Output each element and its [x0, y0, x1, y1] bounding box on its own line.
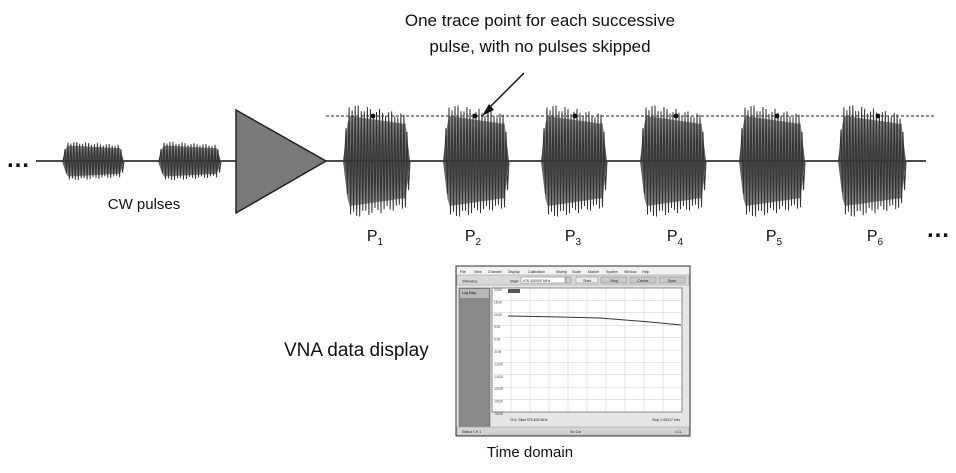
vna-menu-bar	[457, 267, 689, 275]
vna-y-tick-label: 15.00	[494, 300, 502, 304]
output-pulse-p1	[343, 105, 412, 217]
vna-trace-marker-tag	[508, 289, 520, 293]
vna-y-tick-label: 0.00	[494, 338, 500, 342]
vna-spin-button[interactable]	[565, 276, 572, 284]
output-pulse-p6	[838, 105, 908, 217]
cw-input-pulses	[62, 141, 223, 181]
vna-y-tick-label: 10.00	[494, 313, 502, 317]
vna-menu-item[interactable]: Scale	[572, 270, 581, 274]
trace-point-marker	[370, 113, 376, 119]
pulse-label-p4: P4	[666, 228, 684, 248]
cw-pulse-1	[62, 141, 126, 181]
vna-span-button-label: Span	[668, 279, 677, 283]
vna-footer-left: Ch1: Start 976.400 MHz	[510, 418, 548, 422]
vna-menu-item[interactable]: Sweep	[556, 270, 567, 274]
vna-y-tick-label: -15.00	[494, 375, 503, 379]
time-domain-label: Time domain	[486, 444, 574, 461]
output-pulse-train	[343, 105, 908, 217]
output-pulse-p2	[443, 105, 511, 217]
vna-menu-item[interactable]: Calibration	[528, 270, 545, 274]
vna-menu-item[interactable]: File	[460, 270, 466, 274]
callout-line-2: pulse, with no pulses skipped	[429, 37, 651, 56]
vna-screen: File View Channel Display Calibration Sweep Sc…	[455, 265, 691, 437]
vna-menu-item[interactable]: Window	[624, 270, 637, 274]
vna-start-label: Start	[510, 279, 519, 284]
vna-y-ticks: 20.00 15.00 10.00 5.00 0.00 -5.00 -10.00 -15.00…	[494, 288, 503, 416]
vna-stop-button-label: Stop	[610, 279, 618, 283]
callout-line-1: One trace point for each successive	[404, 11, 676, 30]
cw-pulses-label: CW pulses	[107, 196, 181, 213]
vna-span-button[interactable]	[658, 276, 686, 284]
pulse-label-p1: P1	[366, 228, 384, 248]
trace-point-marker	[774, 113, 780, 119]
output-pulse-p4	[640, 105, 708, 217]
vna-y-tick-label: 5.00	[494, 325, 500, 329]
output-pulse-p3	[541, 105, 609, 217]
vna-y-tick-label: -20.00	[494, 387, 503, 391]
trace-point-marker	[572, 113, 578, 119]
trace-point-marker	[875, 113, 881, 119]
vna-menu-item[interactable]: System	[606, 270, 618, 274]
vna-toolbar	[456, 274, 690, 286]
vna-start-button-label: Start	[583, 279, 592, 283]
vna-y-tick-label: -5.00	[494, 350, 501, 354]
output-pulse-p5	[739, 105, 807, 217]
vna-status-left: Status CH 1	[462, 430, 481, 434]
vna-trace-line	[507, 315, 682, 326]
callout-arrowhead	[482, 104, 494, 116]
vna-start-value: 976.400000 MHz	[523, 279, 551, 283]
right-ellipsis: …	[926, 216, 951, 243]
vna-display-label: VNA data display	[284, 340, 429, 361]
vna-status-right: LCL	[675, 430, 682, 434]
vna-toolbar-label: Stimulus	[462, 279, 477, 284]
vna-menu-item[interactable]: Marker	[588, 270, 600, 274]
vna-start-button[interactable]	[575, 276, 599, 284]
vna-center-button[interactable]	[629, 276, 657, 284]
vna-menu-item[interactable]: View	[474, 270, 482, 274]
vna-trace-info	[460, 289, 489, 298]
pulse-label-p2: P2	[464, 228, 482, 248]
vna-status-bar	[456, 426, 690, 436]
vna-grid	[492, 288, 682, 412]
trace-point-marker	[673, 113, 679, 119]
vna-trace-tag: Log Mag	[462, 291, 476, 295]
vna-menu-item[interactable]: Display	[508, 270, 520, 274]
left-ellipsis: …	[6, 146, 31, 173]
cw-pulse-2	[158, 141, 223, 181]
amplifier-icon	[235, 108, 328, 215]
vna-center-button-label: Center	[637, 279, 649, 283]
pulse-label-p3: P3	[564, 228, 582, 248]
vna-side-panel	[458, 287, 491, 429]
vna-start-field[interactable]	[520, 276, 566, 284]
vna-menu-item[interactable]: Channel	[488, 270, 502, 274]
vna-status-mid: No Cor	[570, 430, 582, 434]
vna-stop-button[interactable]	[600, 276, 628, 284]
vna-y-tick-label: -25.00	[494, 400, 503, 404]
vna-y-tick-label: 20.00	[494, 288, 502, 292]
vna-footer-right: Stop 2.00017 kHz	[652, 418, 680, 422]
vna-menu-item[interactable]: Help	[642, 270, 649, 274]
pulse-label-p6: P6	[866, 228, 884, 248]
trace-point-marker	[472, 113, 478, 119]
vna-y-tick-label: -10.00	[494, 362, 503, 366]
vna-menu-items: File View Channel Display Calibration Sweep Sc…	[460, 270, 649, 274]
pulse-label-p5: P5	[765, 228, 783, 248]
vna-y-tick-label: -30.00	[494, 412, 503, 416]
callout-arrow	[484, 72, 525, 113]
callout-text: One trace point for each successive puls…	[330, 8, 750, 60]
